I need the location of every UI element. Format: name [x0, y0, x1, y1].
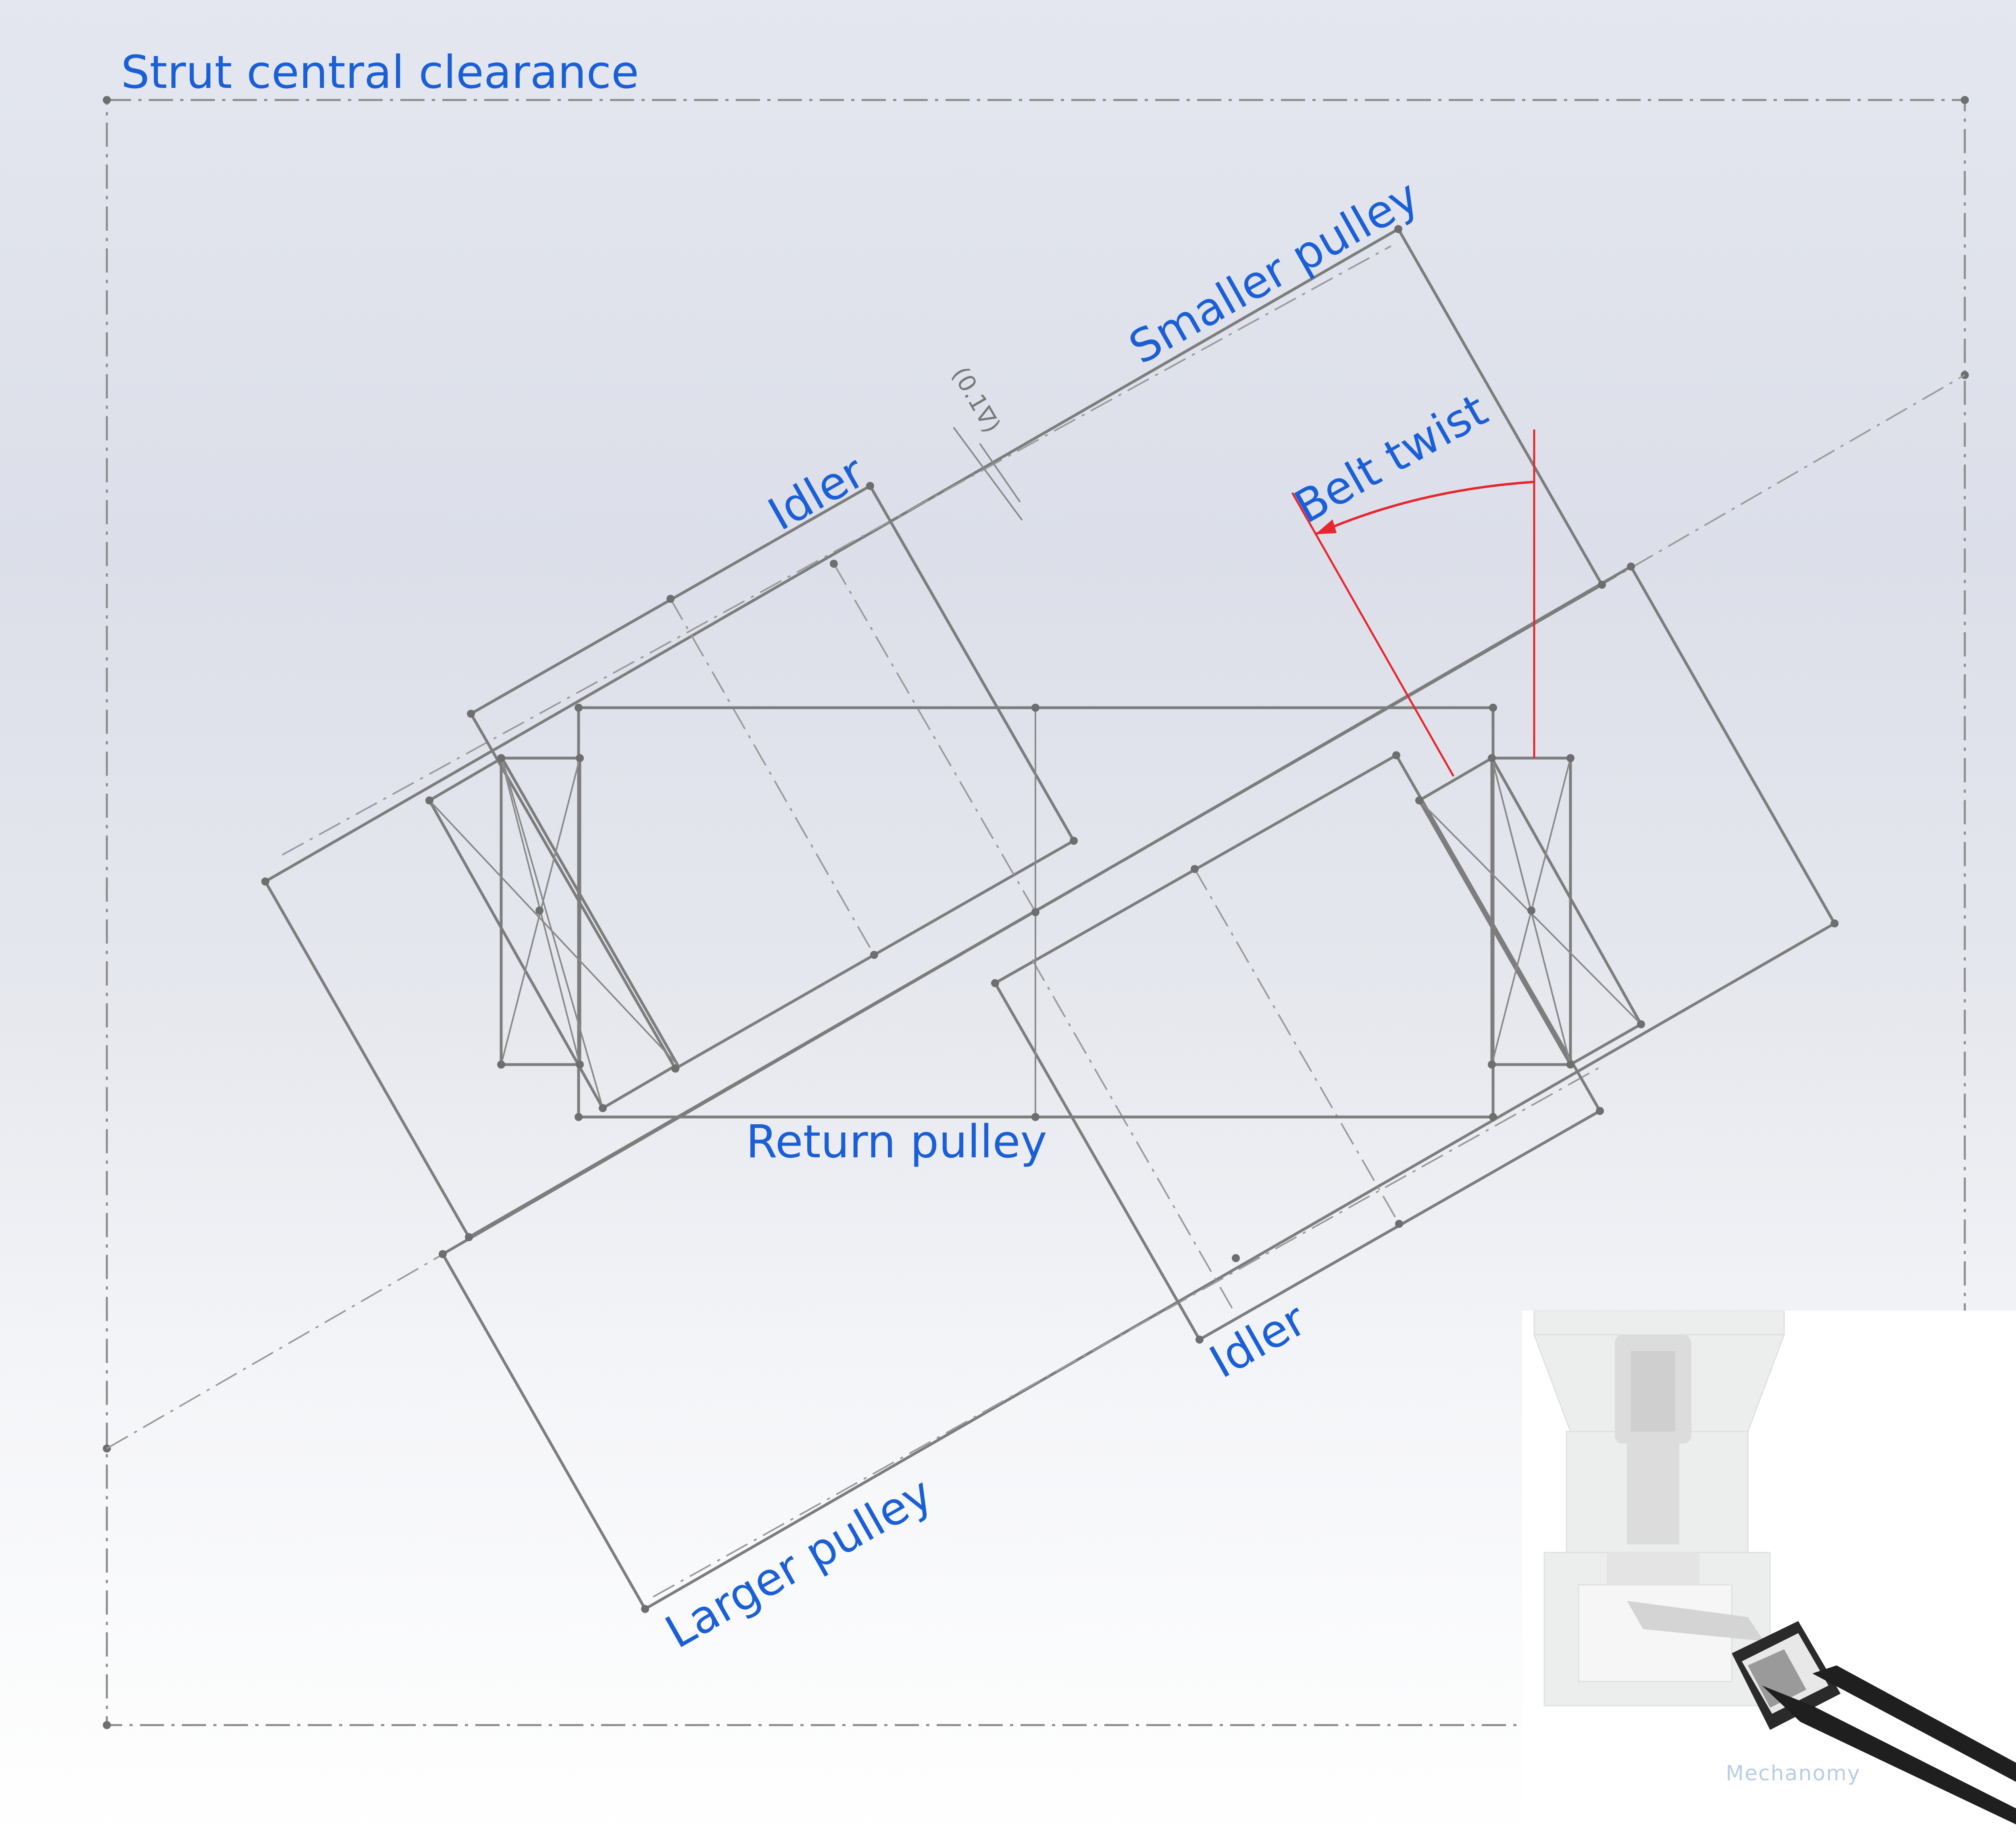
idler-bottom-outline: [993, 754, 1602, 1341]
idler-top-outline: [469, 484, 1075, 1070]
belt-twist-angle: [1291, 429, 1535, 777]
left-bearing-box: [500, 756, 581, 1066]
left-bearing-cross: [429, 758, 678, 1109]
label-return-pulley: Return pulley: [746, 1116, 1047, 1168]
label-strut-clearance: Strut central clearance: [121, 46, 639, 99]
larger-pulley-centerline: [653, 1064, 1605, 1598]
frame-corner-points: [103, 96, 1969, 1729]
right-bearing-box: [1490, 756, 1572, 1066]
sketch-points: [261, 225, 1839, 1613]
label-larger-pulley: Larger pulley: [657, 1467, 941, 1659]
watermark: Mechanomy: [1726, 1761, 1861, 1786]
idler-bottom-axis: [1194, 869, 1400, 1224]
strut-clearance-frame: [106, 99, 1966, 1726]
idler-top-axis-2: [833, 563, 1038, 916]
smaller-pulley-centerline: [282, 245, 1391, 856]
label-belt-twist: Belt twist: [1286, 384, 1496, 534]
dimension-text: (0.1∇): [947, 362, 1006, 438]
smaller-pulley-outline: [264, 227, 1604, 1239]
main-centerline: [106, 374, 1966, 1449]
idler-top-axis: [670, 598, 875, 955]
gap-dimension: (0.1∇): [947, 362, 1023, 521]
mechanism-render-inset: Mechanomy: [1522, 1311, 2016, 1840]
label-idler-top: Idler: [760, 446, 874, 541]
idler-bottom-axis-2: [1031, 959, 1237, 1315]
label-smaller-pulley: Smaller pulley: [1120, 170, 1427, 375]
mechanism-render: [1533, 1311, 2016, 1825]
